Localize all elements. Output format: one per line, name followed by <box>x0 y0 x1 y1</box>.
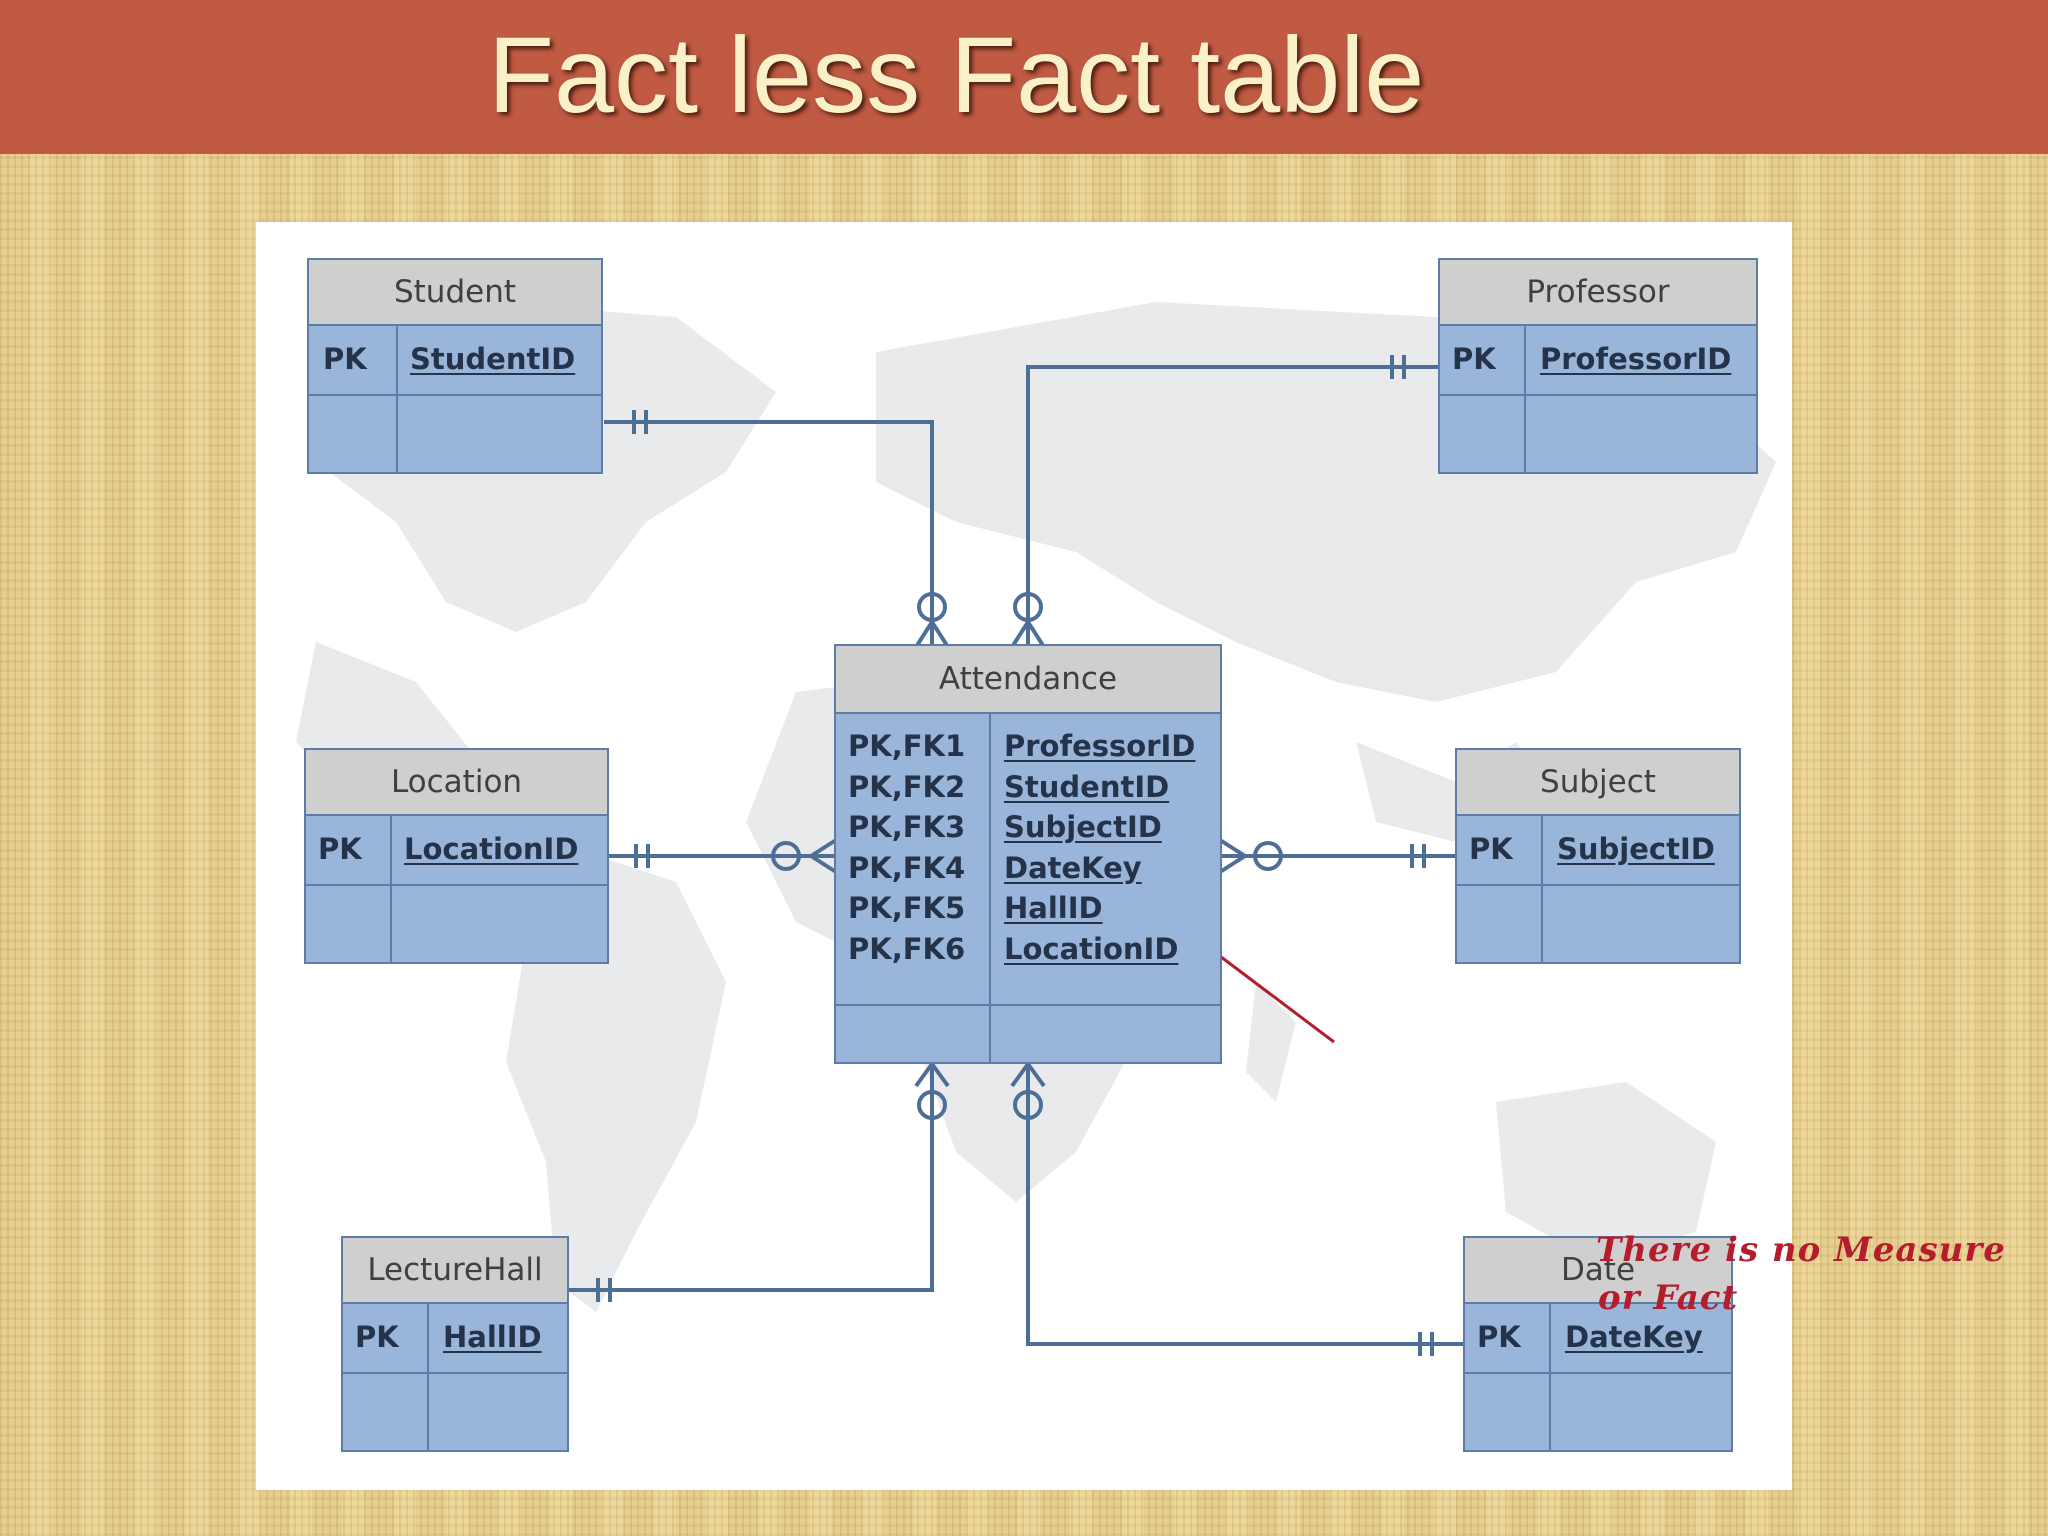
fact-key-label: PK,FK1 <box>848 729 966 763</box>
date-key-field: DateKey <box>1565 1320 1703 1354</box>
annotation-line-2: or Fact <box>1598 1278 1739 1318</box>
date-table[interactable]: Date PK DateKey <box>1463 1236 1733 1452</box>
date-pk-label: PK <box>1477 1320 1521 1354</box>
subject-pk-row <box>1457 816 1739 886</box>
location-table[interactable]: Location PK LocationID <box>304 748 609 964</box>
attendance-keys-section <box>836 714 1220 1006</box>
lecturehall-table[interactable]: LectureHall PK HallID <box>341 1236 569 1452</box>
date-pk-row <box>1465 1304 1731 1374</box>
student-table-header: Student <box>309 260 601 326</box>
date-table-header: Date <box>1465 1238 1731 1304</box>
subject-column-divider <box>1541 816 1543 962</box>
student-pk-label: PK <box>323 342 367 376</box>
fact-key-label: PK,FK4 <box>848 850 966 885</box>
fact-column-name: StudentID <box>1004 769 1170 804</box>
location-pk-row <box>306 816 607 886</box>
professor-id-field: ProfessorID <box>1540 342 1732 376</box>
fact-key-label: PK,FK3 <box>848 810 966 845</box>
professor-pk-row <box>1440 326 1756 396</box>
professor-pk-label: PK <box>1452 342 1496 376</box>
er-diagram-panel: Student PK StudentID Professor PK Profes… <box>256 222 2005 1490</box>
subject-table[interactable]: Subject PK SubjectID <box>1455 748 1741 964</box>
lecturehall-pk-label: PK <box>355 1320 399 1354</box>
student-id-field: StudentID <box>410 342 576 376</box>
location-column-divider <box>390 816 392 962</box>
date-attendance-line <box>1026 1064 1468 1346</box>
subject-table-header: Subject <box>1457 750 1739 816</box>
annotation-line-1: There is no Measure <box>1596 1230 2006 1270</box>
fact-column-name: ProfessorID <box>1004 729 1196 763</box>
lecturehall-pk-row <box>343 1304 567 1374</box>
subject-id-field: SubjectID <box>1557 832 1715 866</box>
fact-key-label: PK,FK6 <box>848 931 966 966</box>
professor-column-divider <box>1524 326 1526 472</box>
title-bar <box>0 0 2048 154</box>
attendance-column-divider <box>989 714 991 1062</box>
professor-table-header: Professor <box>1440 260 1756 326</box>
student-attendance-line <box>604 420 934 622</box>
location-id-field: LocationID <box>404 832 579 866</box>
fact-column-name: LocationID <box>1004 931 1179 966</box>
lecturehall-column-divider <box>427 1304 429 1450</box>
student-column-divider <box>396 326 398 472</box>
professor-attendance-line <box>1026 365 1440 622</box>
student-table[interactable]: Student PK StudentID <box>307 258 603 474</box>
fact-column-name: DateKey <box>1004 850 1142 885</box>
attendance-table-header: Attendance <box>836 646 1220 714</box>
fact-column-name: HallID <box>1004 891 1103 926</box>
slide-title: Fact less Fact table <box>488 14 1425 135</box>
attendance-fact-table[interactable]: Attendance PK,FK1 PK,FK2 PK,FK3 PK,FK4 P… <box>834 644 1222 1064</box>
location-table-header: Location <box>306 750 607 816</box>
relationship-lines <box>568 355 1468 1356</box>
student-pk-row <box>309 326 601 396</box>
hall-id-field: HallID <box>443 1320 542 1354</box>
subject-pk-label: PK <box>1469 832 1513 866</box>
attendance-column-names: ProfessorID StudentID SubjectID DateKey … <box>1004 726 1195 970</box>
date-column-divider <box>1549 1304 1551 1450</box>
fact-key-label: PK,FK5 <box>848 891 966 926</box>
fact-key-label: PK,FK2 <box>848 769 966 804</box>
hall-attendance-line <box>568 1064 934 1292</box>
annotation-note: There is no Measure or Fact <box>1596 1226 2006 1322</box>
attendance-key-labels: PK,FK1 PK,FK2 PK,FK3 PK,FK4 PK,FK5 PK,FK… <box>848 726 965 970</box>
professor-table[interactable]: Professor PK ProfessorID <box>1438 258 1758 474</box>
lecturehall-table-header: LectureHall <box>343 1238 567 1304</box>
location-pk-label: PK <box>318 832 362 866</box>
fact-column-name: SubjectID <box>1004 810 1162 845</box>
